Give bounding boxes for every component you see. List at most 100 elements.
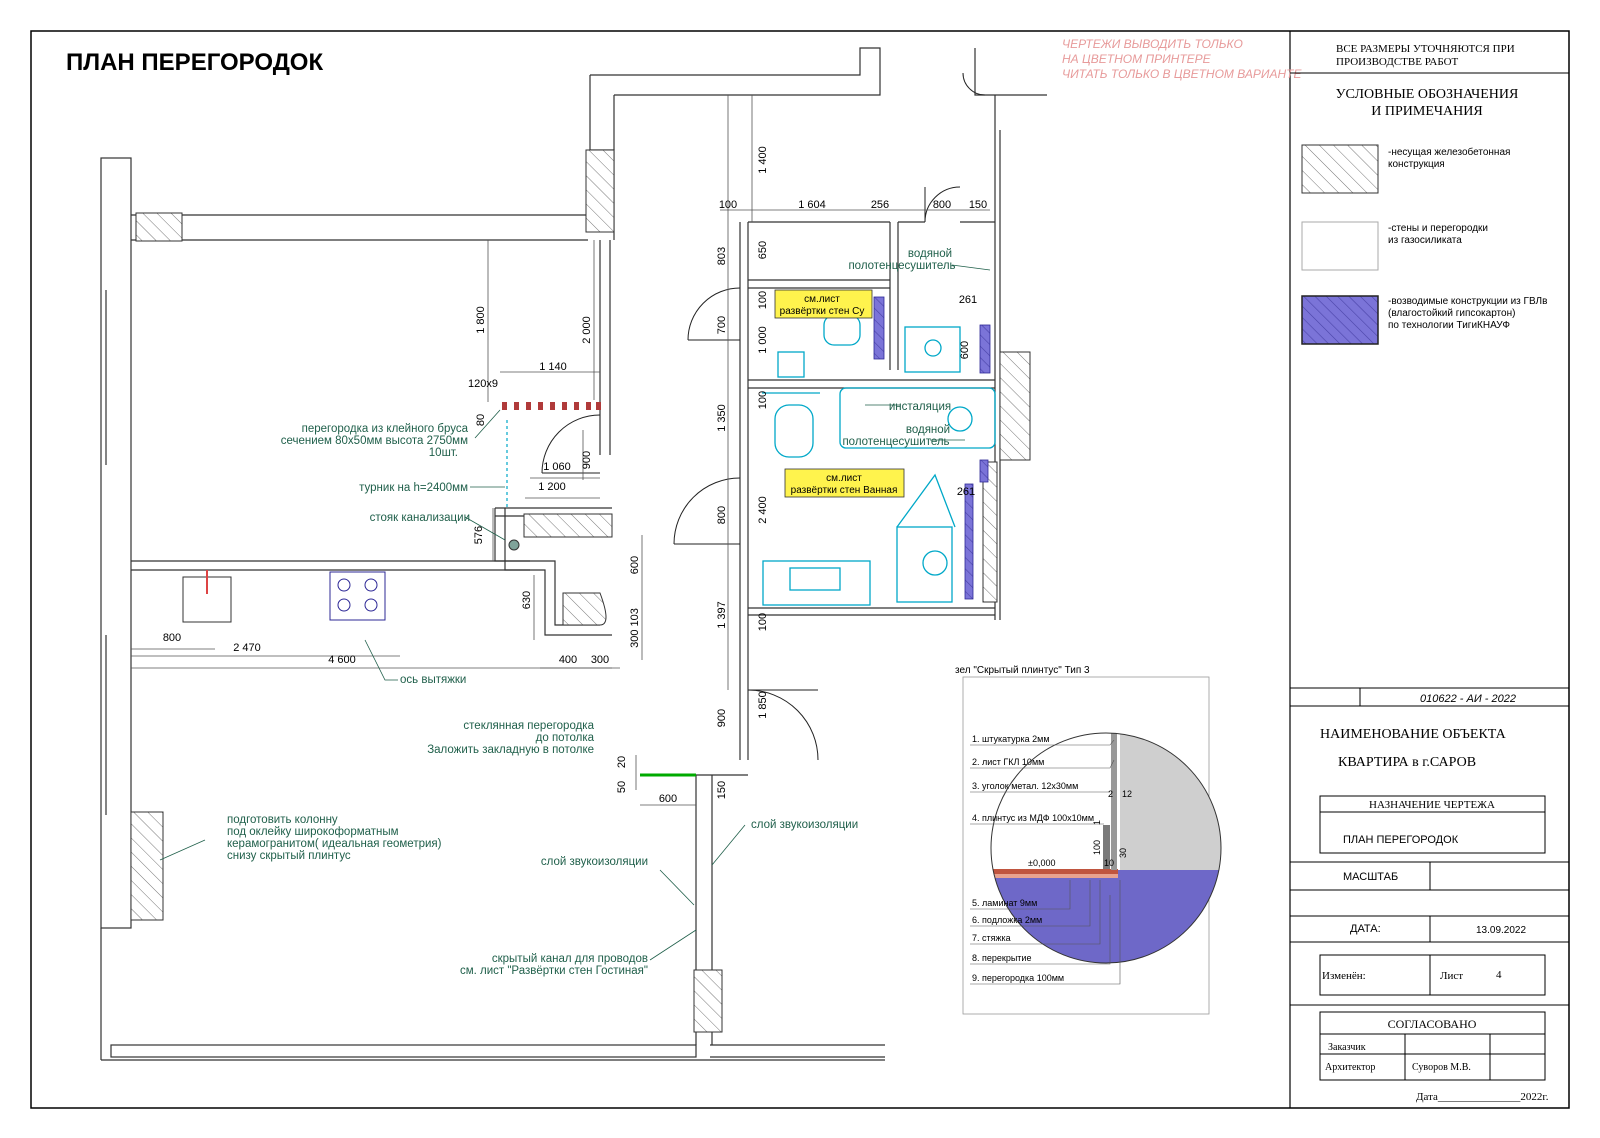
title-block bbox=[1290, 687, 1569, 1081]
svg-text:ПЛАН ПЕРЕГОРОДОК: ПЛАН ПЕРЕГОРОДОК bbox=[1343, 834, 1459, 846]
svg-text:-несущая железобетонная: -несущая железобетонная bbox=[1388, 146, 1510, 158]
svg-text:инсталяция: инсталяция bbox=[889, 401, 951, 413]
svg-text:ДАТА:: ДАТА: bbox=[1350, 923, 1381, 935]
svg-text:(влагостойкий гипсокартон): (влагостойкий гипсокартон) bbox=[1388, 308, 1515, 319]
page-title: ПЛАН ПЕРЕГОРОДОК bbox=[66, 49, 323, 76]
svg-text:НА ЦВЕТНОМ ПРИНТЕРЕ: НА ЦВЕТНОМ ПРИНТЕРЕ bbox=[1062, 52, 1212, 66]
svg-text:13.09.2022: 13.09.2022 bbox=[1476, 925, 1526, 936]
svg-text:1 397: 1 397 bbox=[716, 601, 728, 629]
svg-text:±0,000: ±0,000 bbox=[1028, 858, 1055, 868]
svg-text:стояк канализации: стояк канализации bbox=[370, 512, 470, 524]
svg-text:010622 - АИ - 2022: 010622 - АИ - 2022 bbox=[1420, 693, 1516, 705]
svg-text:стеклянная перегородка: стеклянная перегородка bbox=[463, 720, 594, 732]
svg-text:снизу скрытый плинтус: снизу скрытый плинтус bbox=[227, 850, 351, 862]
svg-text:80: 80 bbox=[475, 414, 487, 426]
svg-text:слой звукоизоляции: слой звукоизоляции bbox=[751, 819, 858, 831]
timber-posts bbox=[502, 402, 601, 508]
svg-text:150: 150 bbox=[716, 781, 728, 799]
svg-text:100: 100 bbox=[719, 199, 737, 211]
svg-text:Суворов М.В.: Суворов М.В. bbox=[1412, 1062, 1471, 1073]
svg-text:ЧИТАТЬ ТОЛЬКО В ЦВЕТНОМ ВАРИАН: ЧИТАТЬ ТОЛЬКО В ЦВЕТНОМ ВАРИАНТЕ bbox=[1062, 67, 1302, 81]
svg-text:400: 400 bbox=[559, 654, 577, 666]
svg-text:Лист: Лист bbox=[1440, 970, 1463, 982]
svg-text:630: 630 bbox=[521, 591, 533, 609]
svg-text:4 600: 4 600 bbox=[328, 654, 356, 666]
svg-text:100: 100 bbox=[757, 291, 769, 309]
svg-text:см. лист "Развёртки стен Гости: см. лист "Развёртки стен Гостиная" bbox=[460, 965, 648, 977]
svg-text:развёртки стен Ванная: развёртки стен Ванная bbox=[791, 485, 898, 496]
plan-annotations: перегородка из клейного бруса сечением 8… bbox=[227, 248, 956, 977]
svg-text:НАЗНАЧЕНИЕ ЧЕРТЕЖА: НАЗНАЧЕНИЕ ЧЕРТЕЖА bbox=[1369, 799, 1495, 811]
svg-text:2. лист ГКЛ 10мм: 2. лист ГКЛ 10мм bbox=[972, 757, 1044, 767]
svg-text:1 800: 1 800 bbox=[475, 306, 487, 334]
svg-text:2 400: 2 400 bbox=[757, 496, 769, 524]
svg-text:100: 100 bbox=[1092, 840, 1102, 855]
svg-text:МАСШТАБ: МАСШТАБ bbox=[1343, 871, 1398, 883]
svg-text:4. плинтус из МДФ 100х10мм: 4. плинтус из МДФ 100х10мм bbox=[972, 813, 1094, 823]
svg-text:СОГЛАСОВАНО: СОГЛАСОВАНО bbox=[1388, 1017, 1477, 1031]
svg-text:800: 800 bbox=[163, 632, 181, 644]
svg-text:1 400: 1 400 bbox=[757, 146, 769, 174]
svg-text:1 850: 1 850 bbox=[757, 691, 769, 719]
svg-text:под оклейку широкоформатным: под оклейку широкоформатным bbox=[227, 826, 399, 838]
svg-text:800: 800 bbox=[933, 199, 951, 211]
svg-text:ось вытяжки: ось вытяжки bbox=[400, 674, 466, 686]
svg-text:водяной: водяной bbox=[906, 424, 950, 436]
svg-text:Архитектор: Архитектор bbox=[1325, 1062, 1375, 1073]
svg-text:650: 650 bbox=[757, 241, 769, 259]
svg-text:Заказчик: Заказчик bbox=[1328, 1042, 1366, 1053]
svg-text:сечением 80х50мм высота 2750мм: сечением 80х50мм высота 2750мм bbox=[281, 435, 468, 447]
detail-node-text: зел "Скрытый плинтус" Тип 3 1. штукатурк… bbox=[955, 665, 1132, 983]
svg-text:261: 261 bbox=[957, 486, 975, 498]
svg-text:из газосиликата: из газосиликата bbox=[1388, 235, 1462, 246]
svg-text:1. штукатурка 2мм: 1. штукатурка 2мм bbox=[972, 734, 1050, 744]
leader-lines bbox=[159, 264, 991, 961]
svg-text:1 140: 1 140 bbox=[539, 361, 567, 373]
legend-text: ВСЕ РАЗМЕРЫ УТОЧНЯЮТСЯ ПРИ ПРОИЗВОДСТВЕ … bbox=[1336, 43, 1548, 331]
svg-text:-возводимые конструкции из ГВЛ: -возводимые конструкции из ГВЛв bbox=[1388, 296, 1547, 307]
svg-text:900: 900 bbox=[581, 451, 593, 469]
svg-text:КВАРТИРА в г.САРОВ: КВАРТИРА в г.САРОВ bbox=[1338, 755, 1476, 770]
svg-text:7. стяжка: 7. стяжка bbox=[972, 933, 1011, 943]
svg-text:1 060: 1 060 bbox=[543, 461, 571, 473]
svg-text:1 200: 1 200 bbox=[538, 481, 566, 493]
svg-text:водяной: водяной bbox=[908, 248, 952, 260]
dimension-lines bbox=[131, 95, 990, 806]
svg-text:20: 20 bbox=[616, 756, 628, 768]
svg-text:10: 10 bbox=[1104, 858, 1114, 868]
svg-text:подготовить колонну: подготовить колонну bbox=[227, 814, 338, 826]
svg-text:перегородка из клейного бруса: перегородка из клейного бруса bbox=[302, 423, 469, 435]
svg-text:-стены и перегородки: -стены и перегородки bbox=[1388, 223, 1488, 234]
svg-text:см.лист: см.лист bbox=[804, 294, 840, 305]
svg-text:4: 4 bbox=[1496, 969, 1502, 981]
svg-text:256: 256 bbox=[871, 199, 889, 211]
svg-text:1 604: 1 604 bbox=[798, 199, 826, 211]
svg-text:150: 150 bbox=[969, 199, 987, 211]
svg-text:700: 700 bbox=[716, 316, 728, 334]
svg-text:ВСЕ РАЗМЕРЫ УТОЧНЯЮТСЯ ПРИ: ВСЕ РАЗМЕРЫ УТОЧНЯЮТСЯ ПРИ bbox=[1336, 43, 1515, 55]
svg-text:803: 803 bbox=[716, 247, 728, 265]
svg-text:слой звукоизоляции: слой звукоизоляции bbox=[541, 856, 648, 868]
svg-text:1 350: 1 350 bbox=[716, 404, 728, 432]
svg-text:керамогранитом( идеальная геом: керамогранитом( идеальная геометрия) bbox=[227, 838, 442, 850]
sheet-frame bbox=[30, 30, 1570, 1109]
svg-text:600: 600 bbox=[659, 793, 677, 805]
svg-text:261: 261 bbox=[959, 294, 977, 306]
svg-text:конструкция: конструкция bbox=[1388, 159, 1445, 170]
print-note: ЧЕРТЕЖИ ВЫВОДИТЬ ТОЛЬКО НА ЦВЕТНОМ ПРИНТ… bbox=[1062, 37, 1302, 81]
svg-text:900: 900 bbox=[716, 709, 728, 727]
svg-text:600: 600 bbox=[959, 341, 971, 359]
svg-text:6. подложка 2мм: 6. подложка 2мм bbox=[972, 915, 1042, 925]
svg-text:100: 100 bbox=[757, 613, 769, 631]
svg-text:300: 300 bbox=[591, 654, 609, 666]
svg-text:2 470: 2 470 bbox=[233, 642, 261, 654]
plan-walls bbox=[100, 47, 1047, 1061]
kitchen-fixtures bbox=[182, 539, 520, 623]
svg-text:8. перекрытие: 8. перекрытие bbox=[972, 953, 1031, 963]
svg-text:развёртки стен Су: развёртки стен Су bbox=[780, 306, 865, 317]
svg-text:НАИМЕНОВАНИЕ ОБЪЕКТА: НАИМЕНОВАНИЕ ОБЪЕКТА bbox=[1320, 727, 1507, 742]
doors bbox=[541, 72, 986, 761]
svg-text:Изменён:: Изменён: bbox=[1322, 970, 1366, 982]
svg-text:полотенцесушитель: полотенцесушитель bbox=[848, 260, 955, 272]
